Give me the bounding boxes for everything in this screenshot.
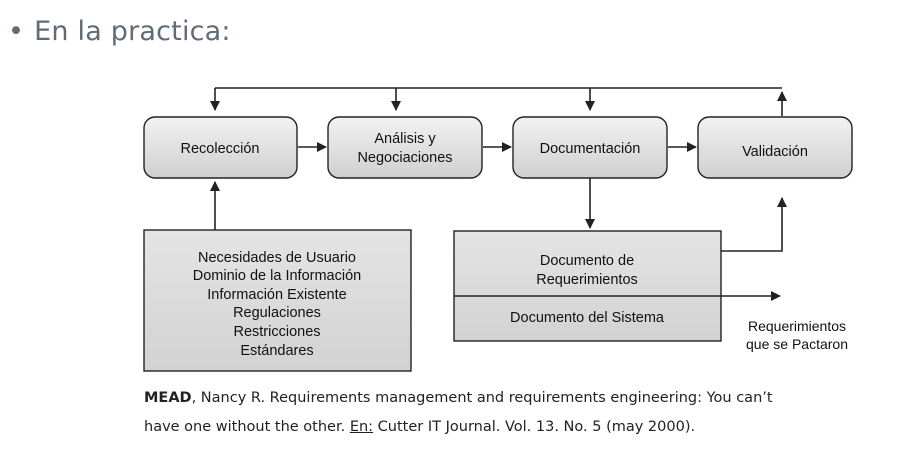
process-box-recoleccion: Recolección: [143, 116, 298, 179]
input-item: Regulaciones: [233, 305, 321, 321]
citation-line-1: MEAD, Nancy R. Requirements management a…: [144, 384, 884, 413]
citation-text: have one without the other.: [144, 419, 350, 435]
citation-text: Cutter IT Journal. Vol. 13. No. 5 (may 2…: [373, 419, 696, 435]
process-box-validacion: Validación: [697, 116, 853, 179]
document-label: Documento de: [540, 253, 634, 269]
process-diagram: Recolección Análisis y Negociaciones Doc…: [143, 87, 853, 372]
citation-author: MEAD: [144, 390, 192, 406]
process-box-analisis: Análisis y Negociaciones: [327, 116, 483, 179]
heading-text: En la practica:: [34, 16, 231, 47]
input-item: Necesidades de Usuario: [198, 250, 356, 266]
box-label: Recolección: [181, 141, 260, 157]
citation: MEAD, Nancy R. Requirements management a…: [144, 384, 884, 442]
box-label: Análisis y: [374, 131, 436, 147]
citation-en-label: En:: [349, 419, 374, 435]
process-box-documentacion: Documentación: [512, 116, 668, 179]
slide-heading: • En la practica:: [8, 16, 231, 47]
box-label: Documentación: [540, 141, 641, 157]
documents-panel: Documento de Requerimientos Documento de…: [453, 230, 722, 342]
output-label: Requerimientos: [748, 318, 846, 334]
input-item: Dominio de la Información: [193, 268, 361, 284]
documents-to-validacion-arrow: [721, 197, 787, 252]
input-item: Información Existente: [207, 287, 346, 303]
input-item: Estándares: [240, 343, 313, 359]
document-label: Requerimientos: [536, 272, 638, 288]
inputs-panel: Necesidades de Usuario Dominio de la Inf…: [143, 229, 412, 372]
output-label: que se Pactaron: [746, 336, 848, 352]
citation-text: , Nancy R. Requirements management and r…: [191, 390, 773, 406]
citation-line-2: have one without the other. En: Cutter I…: [144, 413, 884, 442]
document-label: Documento del Sistema: [510, 310, 665, 326]
input-item: Restricciones: [233, 324, 320, 340]
feedback-loop: [210, 87, 787, 116]
box-label: Validación: [742, 144, 808, 160]
bullet-icon: •: [8, 16, 25, 47]
box-label: Negociaciones: [357, 150, 452, 166]
